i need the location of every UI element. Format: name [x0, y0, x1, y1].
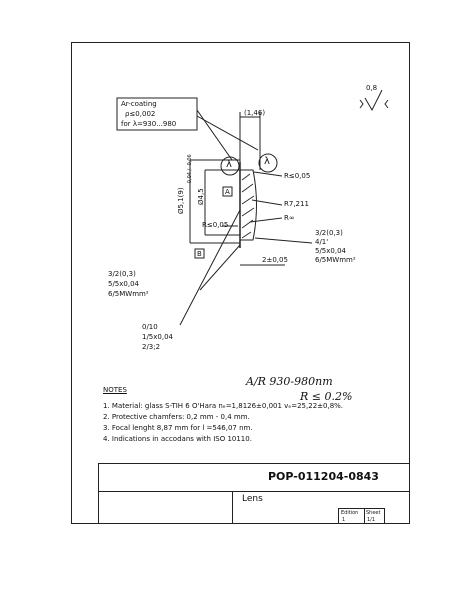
radius-bottom-edge-label: R≤0,05	[202, 221, 229, 229]
edition-value: 1	[342, 517, 346, 523]
lambda-right: λ	[264, 156, 270, 167]
coating-line-1: Ar-coating	[121, 100, 157, 108]
sheet-value: 1/1	[367, 517, 376, 523]
coating-leader-1	[196, 109, 233, 161]
notes-heading: NOTES	[103, 386, 127, 394]
spec-right-3: 5/5x0,04	[315, 247, 346, 255]
part-name: Lens	[242, 494, 263, 504]
spec-bottom-2: 1/5x0,04	[142, 333, 173, 341]
dim-outer-diameter-label: Ø5,1(9)	[177, 187, 185, 214]
spec-left-2: 5/5x0,04	[108, 280, 139, 288]
lambda-circle-right	[258, 153, 278, 173]
spec-left-3: 6/5MWmm²	[108, 290, 149, 298]
spec-right-2: 4/1'	[315, 238, 329, 246]
radius-top-edge-label: R≤0,05	[284, 172, 311, 180]
datum-a-box	[222, 186, 233, 197]
drawing-number: POP-011204-0843	[268, 470, 379, 483]
dim-outer-diameter-tol: -0,04 / -0,06	[187, 154, 193, 185]
radius-r7-label: R7,211	[284, 200, 309, 208]
title-block-left-cell	[98, 491, 233, 524]
surface-finish-symbol	[359, 89, 389, 112]
sheet-label: Sheet	[366, 510, 381, 516]
datum-a-label: A	[225, 188, 230, 196]
radius-inf-label: R∞	[284, 214, 295, 222]
note-item: 3. Focal lenght 8,87 mm for l =546,07 nm…	[103, 424, 253, 432]
dim-inner-diameter-label: Ø4,5	[197, 188, 205, 205]
notes-block: NOTES 1. Material: glass S-TIH 6 O'Hara …	[103, 385, 343, 445]
edition-label: Edition	[341, 510, 359, 516]
lens-outline	[239, 169, 257, 241]
note-item: 2. Protective chamfers: 0,2 mm - 0,4 mm.	[103, 413, 250, 421]
lambda-circle-left	[220, 156, 240, 176]
title-block-number-cell	[98, 463, 410, 492]
coating-leader-2	[196, 115, 259, 151]
note-item: 4. Indications in accodans with ISO 1011…	[103, 435, 252, 443]
handwritten-line-2: R ≤ 0.2%	[300, 390, 353, 403]
dim-center-thickness-label: 2±0,05	[262, 256, 288, 264]
spec-bottom-3: 2/3;2	[142, 343, 161, 351]
spec-right-1: 3/2(0,3)	[315, 229, 343, 237]
spec-bottom-1: 0/10	[142, 323, 158, 331]
dim-thickness-top-label: (1,46)	[244, 109, 266, 117]
hatching	[241, 173, 255, 239]
coating-callout-box	[116, 97, 198, 131]
lambda-left: λ	[226, 159, 232, 170]
spec-right-4: 6/5MWmm²	[315, 256, 356, 264]
spec-left-1: 3/2(0,3)	[108, 270, 136, 278]
handwritten-line-1: A/R 930-980nm	[246, 375, 333, 388]
coating-line-2: ρ≤0,002	[125, 110, 156, 118]
sheet-cell	[364, 508, 385, 524]
datum-b-box	[194, 248, 205, 259]
note-item: 1. Material: glass S-TIH 6 O'Hara nₑ=1,8…	[103, 402, 344, 410]
surface-finish-value: 0,8	[366, 84, 378, 92]
coating-line-3: for λ=930...980	[121, 120, 177, 128]
datum-b-label: B	[197, 250, 202, 258]
